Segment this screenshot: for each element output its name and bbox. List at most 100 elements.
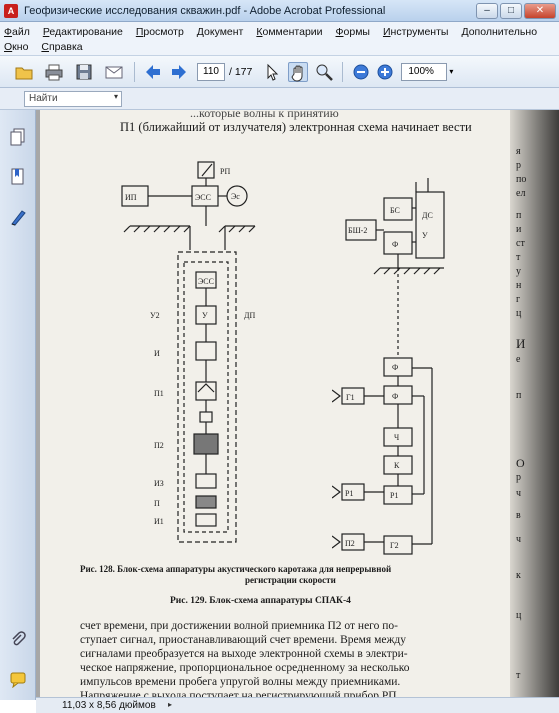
figure-128-diagram: ИП ЭСС Эс РП ЭСС У2 ДП У И П1 П2 ИЗ П И1 (121, 161, 255, 543)
maximize-button[interactable]: □ (500, 2, 522, 19)
margin-letter: г (516, 294, 521, 305)
margin-letter: р (516, 160, 521, 171)
save-icon[interactable] (74, 62, 94, 82)
find-input[interactable]: Найти (24, 91, 122, 107)
zoom-level-field[interactable]: 100% (401, 62, 448, 81)
margin-letter: И (516, 336, 526, 351)
diagram-label: РП (220, 167, 230, 176)
previous-page-icon[interactable] (143, 62, 163, 82)
body-text-line: счет времени, при достижении волной прие… (80, 620, 398, 632)
menu-file[interactable]: Файл (4, 25, 30, 38)
margin-letter: ц (516, 308, 522, 319)
menu-edit[interactable]: Редактирование (42, 25, 123, 38)
margin-letter: у (516, 266, 521, 277)
page-size-arrow-icon[interactable]: ▸ (168, 700, 173, 709)
body-text-line: Напряжение с выхода поступает на регистр… (80, 690, 400, 700)
menu-forms[interactable]: Формы (335, 25, 370, 38)
margin-letter: п (516, 390, 522, 401)
signatures-icon[interactable] (10, 208, 26, 226)
diagram-label: Ф (392, 392, 398, 401)
comments-icon[interactable] (10, 670, 26, 689)
body-text-line: ступает сигнал, приостанавливающий счет … (80, 634, 407, 646)
zoom-in-icon[interactable] (375, 62, 395, 82)
diagram-label: У (422, 231, 428, 240)
margin-letter: по (516, 174, 527, 185)
minimize-button[interactable]: – (476, 2, 498, 19)
zoom-tool-icon[interactable] (314, 62, 334, 82)
print-icon[interactable] (44, 62, 64, 82)
margin-letter: ч (516, 488, 522, 499)
menu-row-2: Окно Справка (4, 39, 555, 54)
open-folder-icon[interactable] (14, 62, 34, 82)
diagram-label: Р1 (390, 491, 398, 500)
figure-128-caption-line2: регистрации скорости (245, 575, 336, 585)
margin-letter: т (516, 252, 521, 263)
diagram-label: ЭСС (195, 193, 211, 202)
diagram-label: Р1 (345, 489, 353, 498)
diagram-label: И1 (154, 517, 164, 526)
diagram-label: ДС (422, 211, 433, 220)
margin-letter: к (516, 570, 521, 581)
diagram-label: У (202, 311, 208, 320)
email-icon[interactable] (104, 62, 124, 82)
pages-icon[interactable] (10, 128, 26, 146)
diagram-label: П1 (154, 389, 164, 398)
margin-letter: О (516, 456, 525, 470)
zoom-dropdown-arrow[interactable]: ▾ (449, 67, 454, 76)
pdf-page: ...которые волны к принятию П1 (ближайши… (40, 110, 559, 700)
menu-tools[interactable]: Инструменты (382, 25, 449, 38)
menu-advanced[interactable]: Дополнительно (461, 25, 538, 38)
page-size-label: 11,03 x 8,56 дюймов (62, 700, 156, 711)
find-toolbar: Найти ▾ (0, 88, 559, 110)
close-button[interactable]: ✕ (524, 2, 556, 19)
toolbar-separator (342, 61, 344, 82)
menu-help[interactable]: Справка (41, 40, 83, 53)
diagram-label: БШ-2 (348, 226, 367, 235)
acrobat-app-icon: A (4, 3, 18, 18)
menu-window[interactable]: Окно (4, 40, 29, 53)
diagram-label: П2 (154, 441, 164, 450)
figure-129-caption: Рис. 129. Блок-схема аппаратуры СПАК-4 (170, 596, 351, 606)
margin-letter: ч (516, 534, 522, 545)
attachments-icon[interactable] (10, 630, 26, 648)
bookmarks-icon[interactable] (10, 168, 26, 186)
body-text-line: импульсов времени пробега упругой волны … (80, 676, 401, 688)
main-toolbar: 110 / 177 100% ▾ (0, 56, 559, 88)
diagram-label: У2 (150, 311, 160, 320)
navigation-panel (0, 110, 36, 700)
diagram-label: Ф (392, 363, 398, 372)
find-dropdown-arrow[interactable]: ▾ (114, 92, 119, 101)
diagram-label: ИЗ (154, 479, 164, 488)
menu-row-1: Файл Редактирование Просмотр Документ Ко… (4, 24, 555, 39)
body-text-line: сигналами преобразуется на выходе электр… (80, 648, 408, 660)
diagram-label: П2 (345, 539, 355, 548)
menu-document[interactable]: Документ (196, 25, 244, 38)
adjacent-page-edge: я р по ел п и ст т у н г ц И е п О р ч в… (510, 110, 559, 700)
diagram-label: П (154, 499, 160, 508)
diagram-label: Ф (392, 240, 398, 249)
menu-comments[interactable]: Комментарии (256, 25, 323, 38)
menu-view[interactable]: Просмотр (135, 25, 184, 38)
margin-letter: ц (516, 610, 522, 621)
margin-letter: ст (516, 238, 525, 249)
margin-letter: ел (516, 188, 526, 199)
diagram-label: БС (390, 206, 400, 215)
page-number-input[interactable]: 110 (197, 62, 225, 81)
diagram-label: ДП (244, 311, 255, 320)
toolbar-separator (134, 61, 135, 82)
margin-letter: р (516, 472, 521, 483)
next-page-icon[interactable] (169, 62, 189, 82)
margin-letter: я (516, 146, 521, 157)
hand-tool-icon[interactable] (288, 61, 309, 82)
document-viewport[interactable]: ...которые волны к принятию П1 (ближайши… (36, 110, 559, 700)
figure-128-caption-line1: Рис. 128. Блок-схема аппаратуры акустиче… (80, 564, 392, 574)
margin-letter: е (516, 354, 521, 365)
zoom-out-icon[interactable] (351, 62, 371, 82)
select-cursor-icon[interactable] (262, 62, 282, 82)
menu-bar: Файл Редактирование Просмотр Документ Ко… (0, 22, 559, 56)
diagram-label: ЭСС (198, 277, 214, 286)
diagram-label: Эс (231, 192, 240, 201)
margin-letter: и (516, 224, 522, 235)
figure-129-diagram: ДС БС БШ-2 Ф Ф Ф У Ч К Р1 Р1 Г2 П2 Г1 (332, 178, 445, 555)
margin-letter: п (516, 210, 522, 221)
